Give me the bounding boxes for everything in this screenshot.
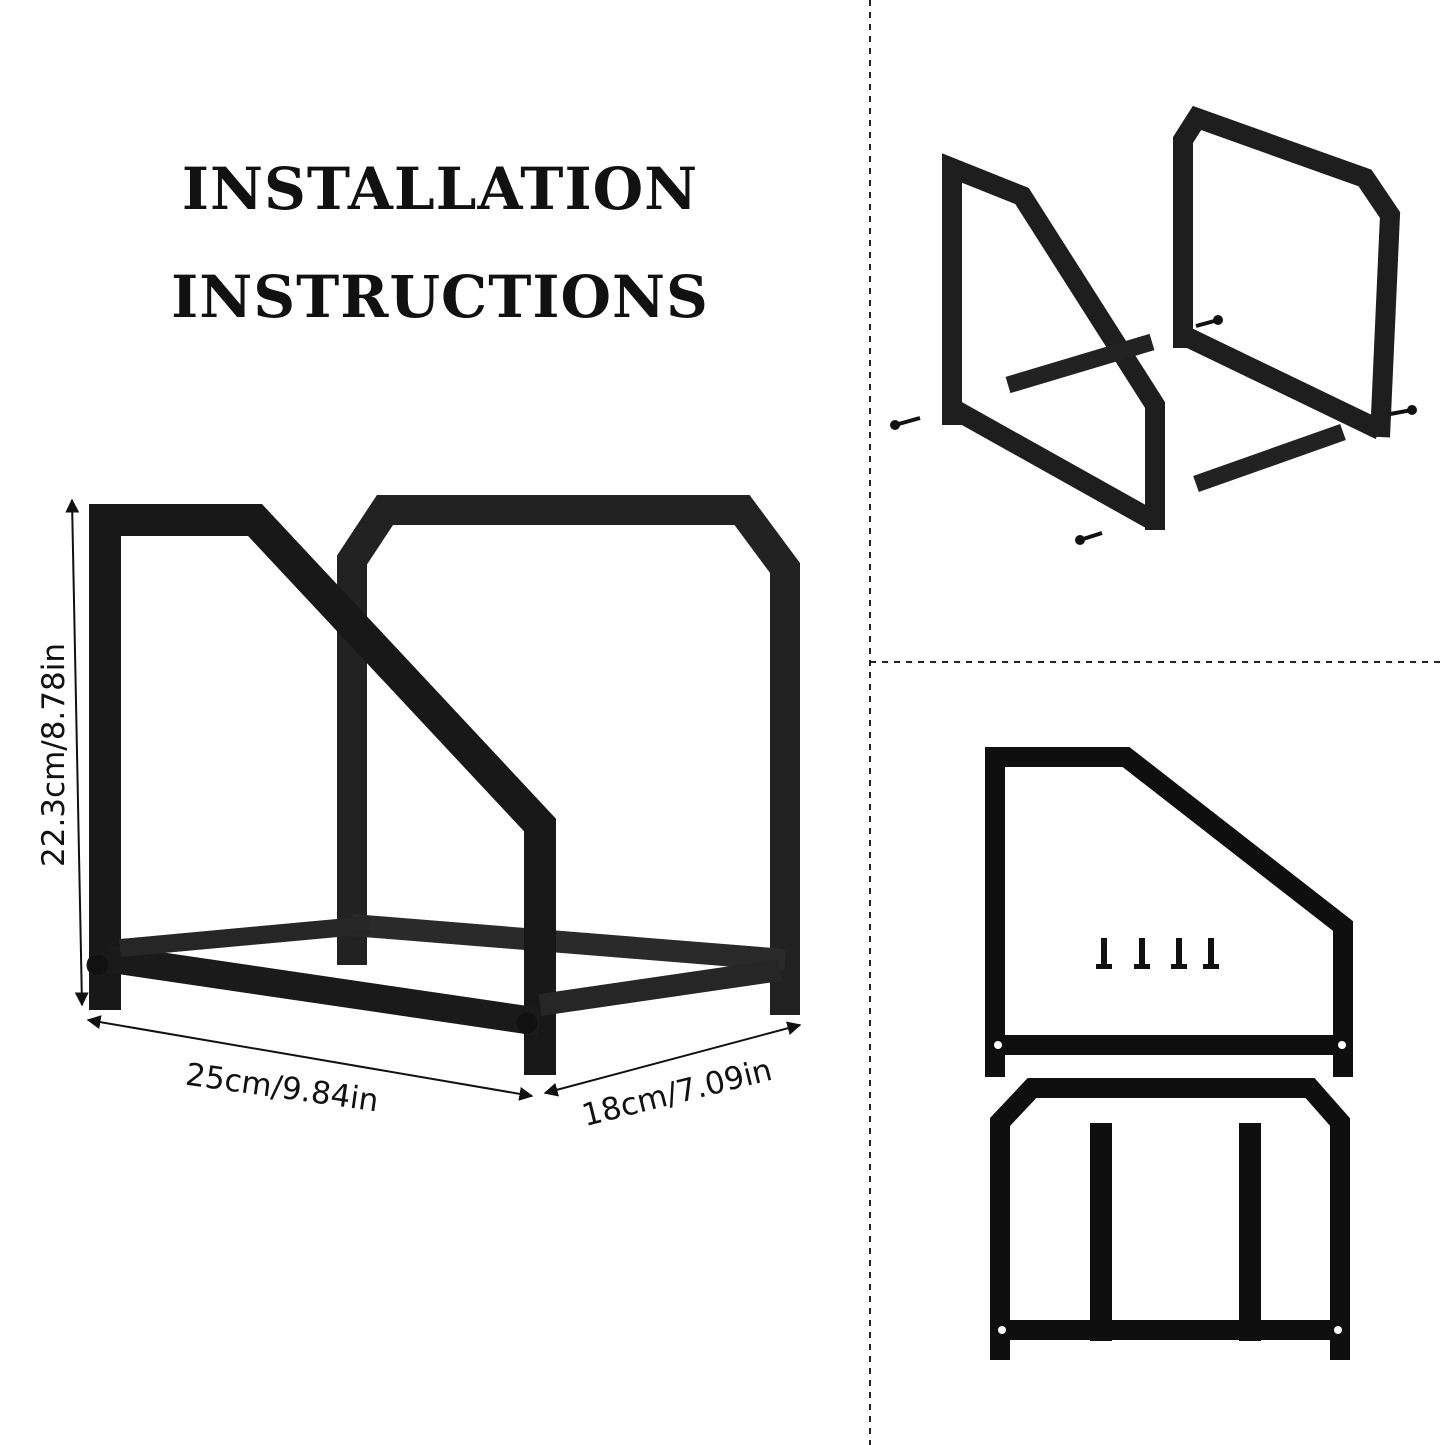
flat-bar-left xyxy=(1090,1123,1112,1341)
screw-icon xyxy=(1389,405,1417,416)
screw-icon xyxy=(1075,531,1103,545)
bolt-icon xyxy=(515,1011,539,1035)
exploded-view xyxy=(890,105,1417,545)
title-line-1: INSTALLATION xyxy=(181,155,699,223)
assembled-rack xyxy=(86,495,800,1075)
width-arrow xyxy=(86,1015,534,1101)
loose-bar-lower xyxy=(1193,423,1346,493)
bolt-icon xyxy=(86,953,110,977)
screw-icon xyxy=(1096,938,1112,969)
screw-icon xyxy=(1171,938,1187,969)
screw-icon xyxy=(1195,315,1223,328)
exploded-front-frame xyxy=(942,153,1165,530)
screw-icon xyxy=(890,416,921,430)
screw-icon xyxy=(1134,938,1150,969)
screw-icon xyxy=(1203,938,1219,969)
height-dimension-label: 22.3cm/8.78in xyxy=(36,643,72,867)
depth-arrow xyxy=(543,1021,802,1097)
rack-front-frame xyxy=(89,504,556,1075)
flat-slanted-frame xyxy=(985,747,1353,1077)
title-line-2: INSTRUCTIONS xyxy=(171,263,709,331)
exploded-back-frame xyxy=(1173,105,1401,438)
height-arrow xyxy=(65,498,89,1007)
flat-chamfered-frame xyxy=(990,1078,1350,1360)
rack-side-rail-right xyxy=(538,959,782,1016)
rack-back-rail xyxy=(351,914,786,971)
rack-front-rail xyxy=(102,944,543,1036)
rack-side-rail-left xyxy=(119,916,371,957)
loose-bar-upper xyxy=(1005,333,1155,394)
flat-bar-right xyxy=(1239,1123,1261,1341)
flat-parts-view xyxy=(985,747,1353,1360)
